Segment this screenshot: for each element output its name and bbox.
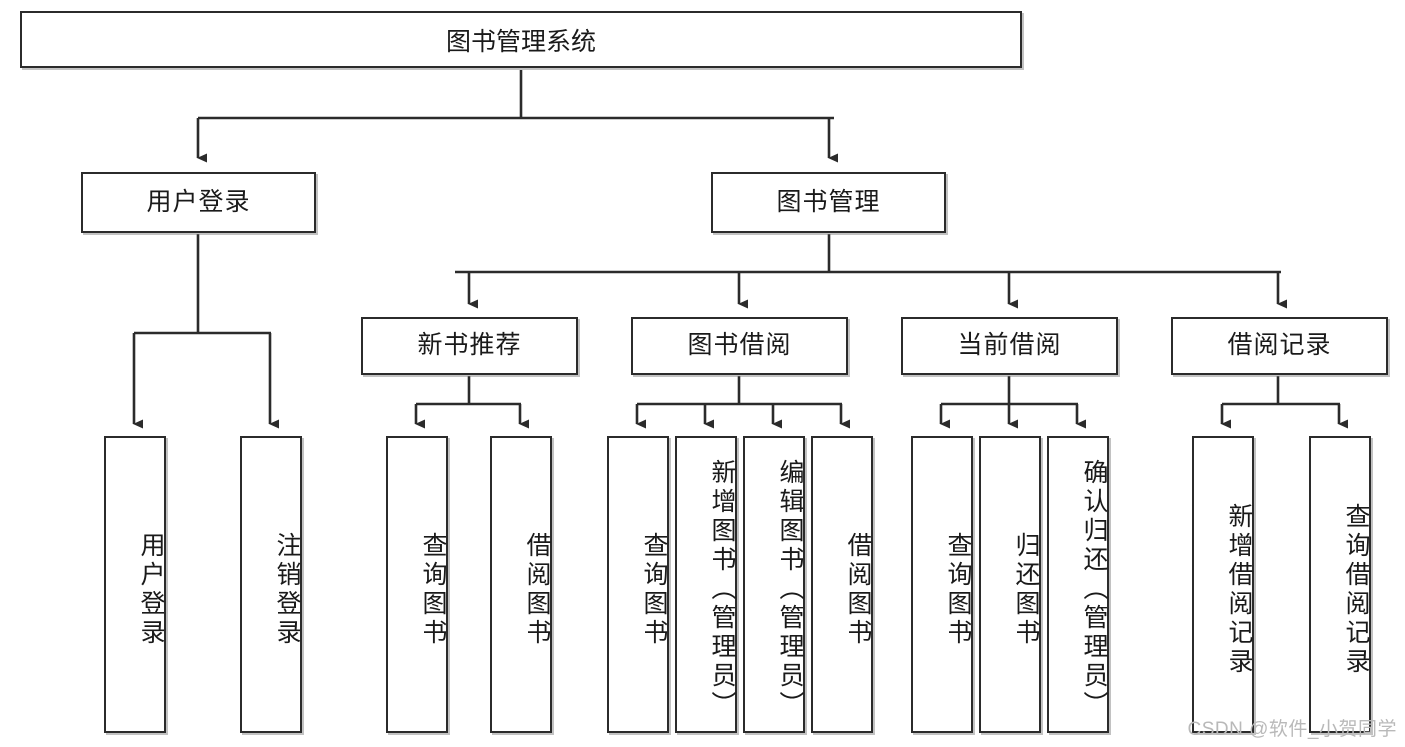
node-current-borrow[interactable]: 当前借阅 [901,317,1118,375]
node-user-login[interactable]: 用户登录 [81,172,316,233]
leaf-user-login[interactable]: 用户登录 [104,436,166,733]
leaf-query-book-borrow[interactable]: 查询图书 [607,436,669,733]
leaf-borrow-book-borrow[interactable]: 借阅图书 [811,436,873,733]
node-root-system[interactable]: 图书管理系统 [20,11,1022,68]
leaf-confirm-return-admin[interactable]: 确认归还（管理员） [1047,436,1109,733]
node-book-borrow[interactable]: 图书借阅 [631,317,848,375]
leaf-edit-book-admin[interactable]: 编辑图书（管理员） [743,436,805,733]
leaf-add-book-admin[interactable]: 新增图书（管理员） [675,436,737,733]
leaf-add-borrow-record[interactable]: 新增借阅记录 [1192,436,1254,733]
leaf-query-book-recommend[interactable]: 查询图书 [386,436,448,733]
node-borrow-record[interactable]: 借阅记录 [1171,317,1388,375]
leaf-logout-login[interactable]: 注销登录 [240,436,302,733]
csdn-watermark: CSDN @软件_小贺同学 [1187,719,1397,740]
node-book-management[interactable]: 图书管理 [711,172,946,233]
node-new-book-recommend[interactable]: 新书推荐 [361,317,578,375]
leaf-query-book-current[interactable]: 查询图书 [911,436,973,733]
leaf-return-book[interactable]: 归还图书 [979,436,1041,733]
leaf-query-borrow-record[interactable]: 查询借阅记录 [1309,436,1371,733]
leaf-borrow-book-recommend[interactable]: 借阅图书 [490,436,552,733]
